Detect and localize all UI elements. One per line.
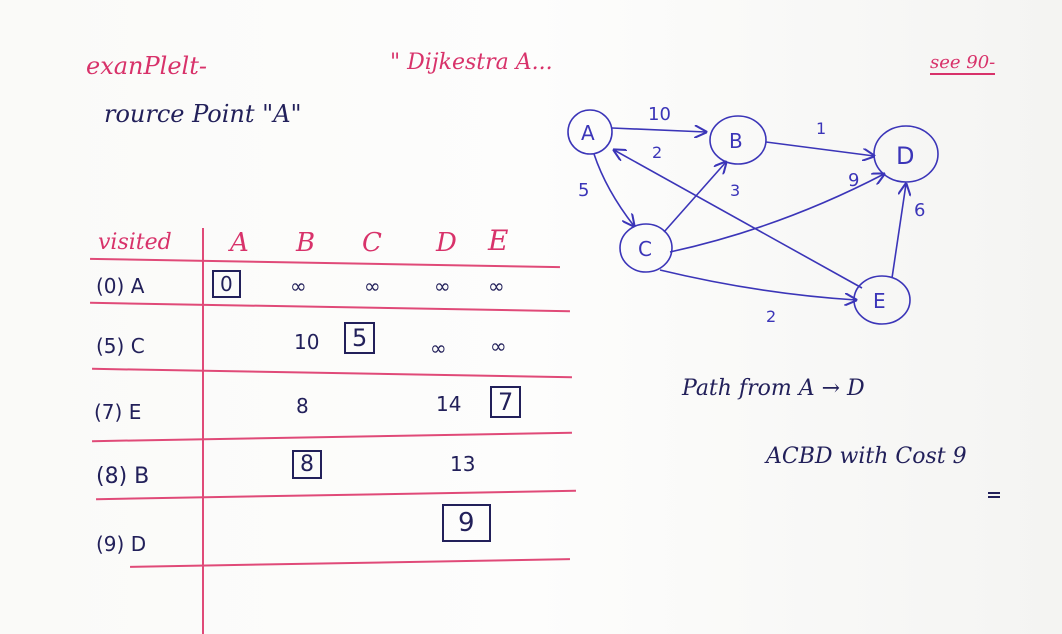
edge-weight-ac: 5 (578, 180, 589, 201)
node-label-a: A (581, 121, 595, 145)
node-e (853, 275, 911, 325)
edge-b-d (765, 141, 874, 156)
cell-d: 14 (436, 392, 462, 416)
cell-c: 5 (344, 322, 376, 354)
edge-e-d (891, 184, 906, 279)
node-a (567, 109, 613, 155)
result-text: ACBD with Cost 9 (766, 444, 967, 469)
cell-e: ∞ (490, 334, 507, 358)
cell-d: 13 (450, 452, 476, 476)
corner-note: see 90- (930, 52, 996, 75)
table-column-divider (202, 228, 204, 634)
row-visited: (8) B (96, 464, 150, 489)
double-underline (988, 492, 1000, 494)
cell-b: 8 (296, 394, 309, 418)
node-label-d: D (896, 142, 914, 170)
cell-b: 8 (292, 450, 322, 479)
cell-d: 9 (442, 504, 491, 542)
row-visited: (0) A (96, 274, 145, 298)
edge-weight-cd: 9 (848, 170, 859, 191)
edge-weight-cb: 3 (730, 181, 740, 200)
source-point-text: rource Point "A" (104, 100, 302, 128)
cell-e: 7 (490, 386, 522, 418)
row-visited: (5) C (96, 334, 145, 358)
cell-b: ∞ (290, 274, 307, 298)
header-e: E (488, 224, 509, 257)
edge-e-a (614, 150, 863, 289)
node-b (709, 115, 767, 165)
edge-weight-ea: 2 (652, 143, 662, 162)
edge-a-b (611, 128, 706, 132)
cell-e: ∞ (488, 274, 505, 298)
edge-c-d (669, 174, 884, 253)
edge-weight-ed: 6 (914, 200, 925, 221)
page-title: " Dijkestra A... (390, 50, 553, 75)
node-d (873, 125, 939, 183)
edge-weight-bd: 1 (816, 119, 826, 138)
cell-a: 0 (212, 270, 241, 298)
row-visited: (7) E (94, 400, 142, 424)
header-a: A (230, 228, 249, 258)
edge-c-e (659, 269, 856, 300)
header-visited: visited (98, 230, 172, 255)
edge-a-c (593, 153, 634, 226)
row-visited: (9) D (96, 532, 147, 556)
node-label-c: C (638, 237, 652, 261)
cell-d: ∞ (434, 274, 451, 298)
path-text: Path from A → D (682, 376, 865, 401)
edge-weight-ab: 10 (648, 104, 671, 125)
node-c (619, 223, 673, 273)
node-label-b: B (729, 129, 743, 153)
header-d: D (436, 228, 457, 258)
node-label-e: E (873, 289, 886, 313)
edge-c-b (663, 162, 726, 233)
cell-b: 10 (294, 330, 320, 354)
cell-d: ∞ (430, 336, 447, 360)
cell-c: ∞ (364, 274, 381, 298)
edge-weight-ce: 2 (766, 307, 776, 326)
example-label: exanPlelt- (86, 52, 207, 80)
header-c: C (362, 228, 382, 258)
header-b: B (296, 228, 316, 258)
